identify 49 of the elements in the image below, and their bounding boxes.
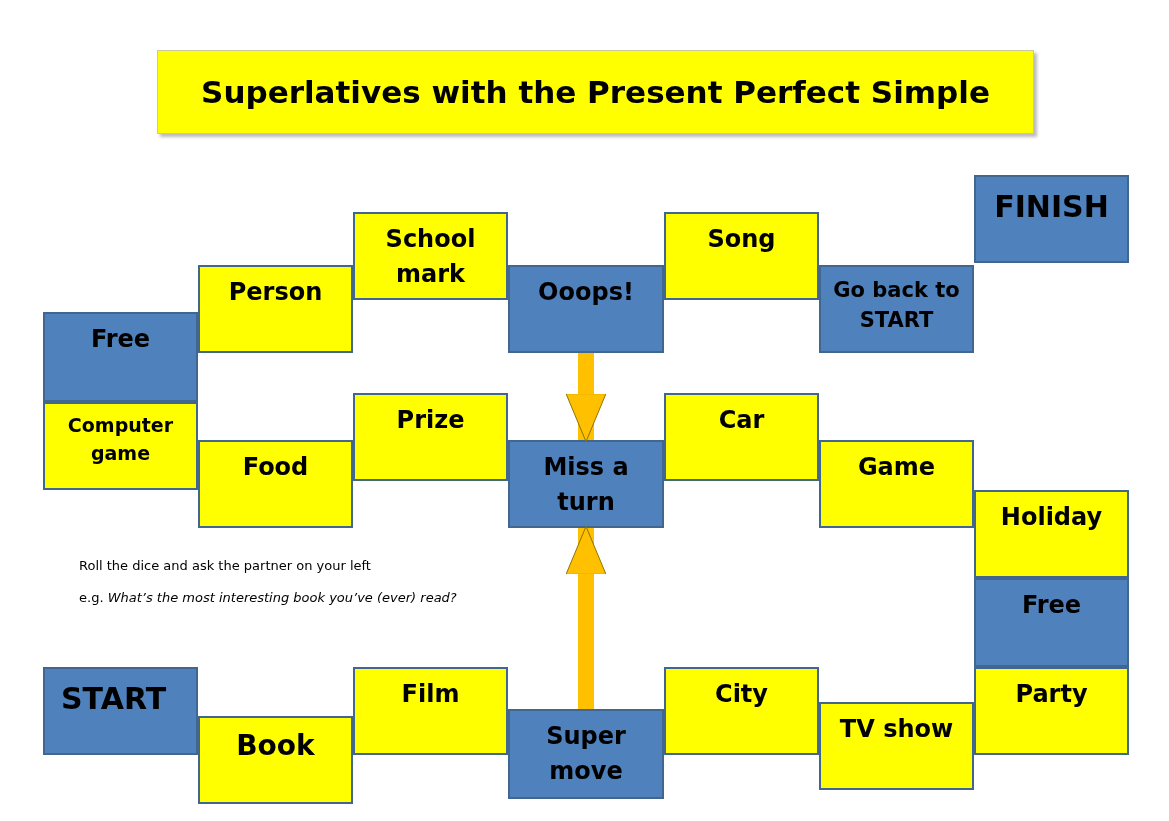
square-label: School mark — [384, 224, 477, 290]
square-label: Free — [1020, 590, 1083, 621]
square-label: Game — [856, 452, 937, 483]
board-square — [353, 212, 508, 300]
square-label: Book — [235, 728, 316, 764]
instruction-note: Roll the dice and ask the partner on your left — [79, 557, 371, 575]
title: Superlatives with the Present Perfect Simple — [201, 72, 990, 112]
board-square — [819, 702, 974, 790]
square-label: Party — [1014, 679, 1089, 710]
square-label: Super move — [545, 721, 627, 787]
block-arrow — [565, 353, 607, 443]
board-square — [974, 667, 1129, 755]
board-square — [353, 393, 508, 481]
square-label: Computer game — [66, 413, 175, 466]
square-label: Song — [706, 224, 777, 255]
board-square — [819, 265, 974, 353]
square-label: Ooops! — [537, 277, 635, 308]
instruction-note: e.g. What’s the most interesting book you’ve (ever) read? — [79, 589, 457, 607]
block-arrow — [565, 525, 607, 709]
square-label: TV show — [838, 714, 955, 745]
square-label: START — [60, 680, 168, 718]
board-square — [974, 175, 1129, 263]
board-square — [198, 265, 353, 353]
square-label: Holiday — [999, 502, 1104, 533]
board-square — [664, 393, 819, 481]
square-label: FINISH — [993, 188, 1110, 226]
square-label: Film — [400, 679, 461, 710]
board-square — [43, 667, 198, 755]
square-label: Go back to START — [832, 277, 961, 335]
square-label: Free — [89, 324, 152, 355]
board-square — [508, 440, 664, 528]
square-label: Miss a turn — [542, 452, 630, 518]
board-square — [353, 667, 508, 755]
square-label: Person — [227, 277, 324, 308]
square-label: Car — [717, 405, 766, 436]
board-square — [664, 212, 819, 300]
board-square — [664, 667, 819, 755]
square-label: City — [714, 679, 769, 710]
board-square — [508, 709, 664, 799]
board-square — [198, 440, 353, 528]
board-square — [43, 402, 198, 490]
board-square — [974, 578, 1129, 667]
board-square — [198, 716, 353, 804]
board-square — [819, 440, 974, 528]
board-square — [508, 265, 664, 353]
square-label: Food — [241, 452, 310, 483]
board-square — [43, 312, 198, 402]
board-square — [974, 490, 1129, 578]
square-label: Prize — [395, 405, 466, 436]
